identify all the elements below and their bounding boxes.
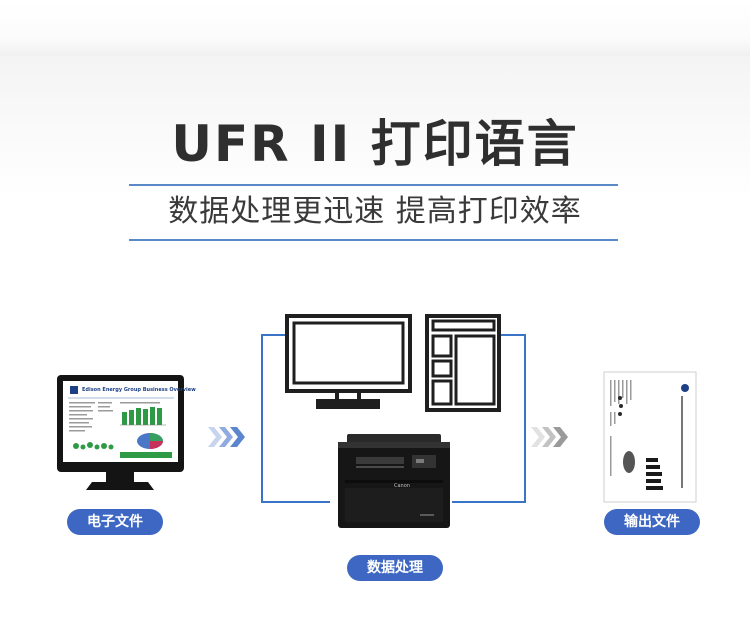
connector-lines [261,334,526,503]
document-heading: Edison Energy Group Business Overview [82,387,196,393]
page-subtitle: 数据处理更迅速 提高打印效率 [168,194,582,229]
flow-arrow-right-icon [531,427,568,447]
output-file-label: 输出文件 [604,509,700,535]
electronic-file-label: 电子文件 [67,509,163,535]
flow-arrow-left-icon [208,427,245,447]
document-on-screen: Edison Energy Group Business Overview [68,386,196,458]
page-title: UFR II 打印语言 [171,115,579,173]
monitor-stand [316,399,380,409]
subtitle-bottom-rule [129,239,618,241]
data-processing-label: 数据处理 [347,555,443,581]
computer-monitor-icon [285,314,412,401]
subtitle-top-rule [129,184,618,186]
printer-image: Canon [338,434,450,528]
page-layout-icon [425,314,501,412]
printer-brand-label: Canon [394,483,410,489]
top-banner-shadow [0,0,750,56]
output-document [603,371,697,503]
electronic-file-monitor: Edison Energy Group Business Overview [57,375,196,490]
